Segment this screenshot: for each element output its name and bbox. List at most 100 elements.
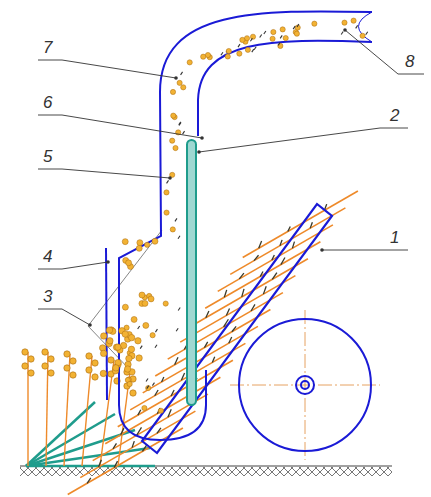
leaf-mark bbox=[232, 326, 236, 331]
tine bbox=[168, 293, 283, 360]
tine bbox=[180, 276, 295, 343]
grain bbox=[171, 113, 176, 118]
grain bbox=[163, 301, 168, 306]
chaff bbox=[178, 307, 180, 310]
grain bbox=[278, 43, 283, 48]
tine bbox=[105, 377, 220, 444]
leaf-mark bbox=[224, 290, 226, 297]
leaf-mark bbox=[226, 308, 229, 315]
tine bbox=[118, 360, 233, 427]
callout-number: 8 bbox=[405, 52, 414, 72]
leaf-mark bbox=[239, 273, 244, 279]
grain bbox=[201, 54, 206, 59]
grain bbox=[294, 31, 299, 36]
grain bbox=[143, 322, 149, 328]
chaff bbox=[167, 180, 169, 183]
seed-pod bbox=[42, 349, 48, 355]
grain bbox=[170, 89, 175, 94]
callout-number: 1 bbox=[390, 228, 399, 248]
chaff bbox=[179, 123, 181, 126]
conveyor-tines bbox=[68, 191, 358, 495]
grain bbox=[250, 34, 255, 39]
leader-dots bbox=[88, 28, 347, 327]
leaf-mark bbox=[263, 286, 266, 294]
grain bbox=[164, 190, 169, 195]
leaf-mark bbox=[114, 461, 117, 468]
grain bbox=[280, 27, 285, 32]
grain bbox=[173, 145, 178, 150]
grain bbox=[237, 51, 242, 56]
grain bbox=[122, 304, 128, 310]
grain bbox=[351, 18, 356, 23]
grain bbox=[100, 350, 106, 356]
chaff bbox=[152, 383, 154, 386]
chaff bbox=[147, 386, 149, 389]
grain bbox=[126, 260, 132, 266]
guide-plate bbox=[106, 248, 107, 400]
chaff bbox=[140, 346, 142, 349]
wheel bbox=[230, 310, 380, 460]
grain bbox=[120, 342, 126, 348]
plant-stalk bbox=[27, 352, 28, 466]
chaff bbox=[264, 31, 266, 34]
chaff bbox=[175, 218, 177, 221]
seed-pod bbox=[48, 370, 54, 376]
leaf-mark bbox=[175, 357, 178, 365]
grain bbox=[148, 296, 154, 302]
seed-pod bbox=[22, 363, 28, 369]
grain bbox=[106, 327, 112, 333]
seed-pod bbox=[70, 372, 76, 378]
leaf-mark bbox=[292, 242, 294, 249]
chaff bbox=[146, 379, 148, 382]
tine bbox=[155, 310, 270, 377]
grain bbox=[113, 365, 119, 371]
grain bbox=[283, 35, 288, 40]
grain bbox=[128, 346, 134, 352]
callout-number: 2 bbox=[390, 106, 399, 126]
chaff bbox=[179, 122, 181, 125]
leaf-mark bbox=[260, 271, 263, 276]
chaff bbox=[181, 72, 183, 75]
seed-pod bbox=[28, 370, 34, 376]
chaff bbox=[176, 328, 178, 331]
grain-stream bbox=[99, 18, 367, 413]
tine bbox=[80, 411, 195, 478]
grain bbox=[115, 344, 121, 350]
grain bbox=[136, 355, 142, 361]
leaf-mark bbox=[99, 460, 102, 467]
plant-stalk bbox=[64, 354, 70, 466]
inclined-conveyor bbox=[142, 204, 332, 453]
leaf-mark bbox=[212, 357, 214, 363]
leaf-mark bbox=[168, 409, 171, 417]
leaf-mark bbox=[280, 240, 282, 246]
grain bbox=[139, 292, 145, 298]
chaff bbox=[221, 52, 223, 55]
leaf-mark bbox=[242, 289, 244, 297]
chaff bbox=[155, 329, 157, 332]
chaff bbox=[254, 47, 256, 50]
chaff bbox=[238, 44, 240, 47]
chaff bbox=[260, 35, 262, 38]
chaff bbox=[356, 25, 358, 28]
leader-lines bbox=[38, 30, 424, 325]
chaff bbox=[366, 32, 368, 35]
plant-stalk bbox=[82, 356, 92, 466]
grain bbox=[245, 47, 250, 52]
grain bbox=[360, 33, 365, 38]
leaf-mark bbox=[121, 428, 124, 435]
callout-number: 6 bbox=[43, 93, 52, 113]
grain bbox=[122, 331, 128, 337]
chaff bbox=[178, 236, 180, 239]
leaf-mark bbox=[204, 342, 207, 348]
grain bbox=[100, 370, 106, 376]
seed-pod bbox=[108, 357, 114, 363]
grain bbox=[271, 29, 276, 34]
leaf-mark bbox=[272, 255, 275, 260]
seed-pod bbox=[92, 360, 98, 366]
leaf-mark bbox=[113, 443, 116, 449]
seed-pod bbox=[42, 363, 48, 369]
seed-pod bbox=[48, 356, 54, 362]
grain bbox=[126, 355, 132, 361]
grain bbox=[270, 36, 275, 41]
